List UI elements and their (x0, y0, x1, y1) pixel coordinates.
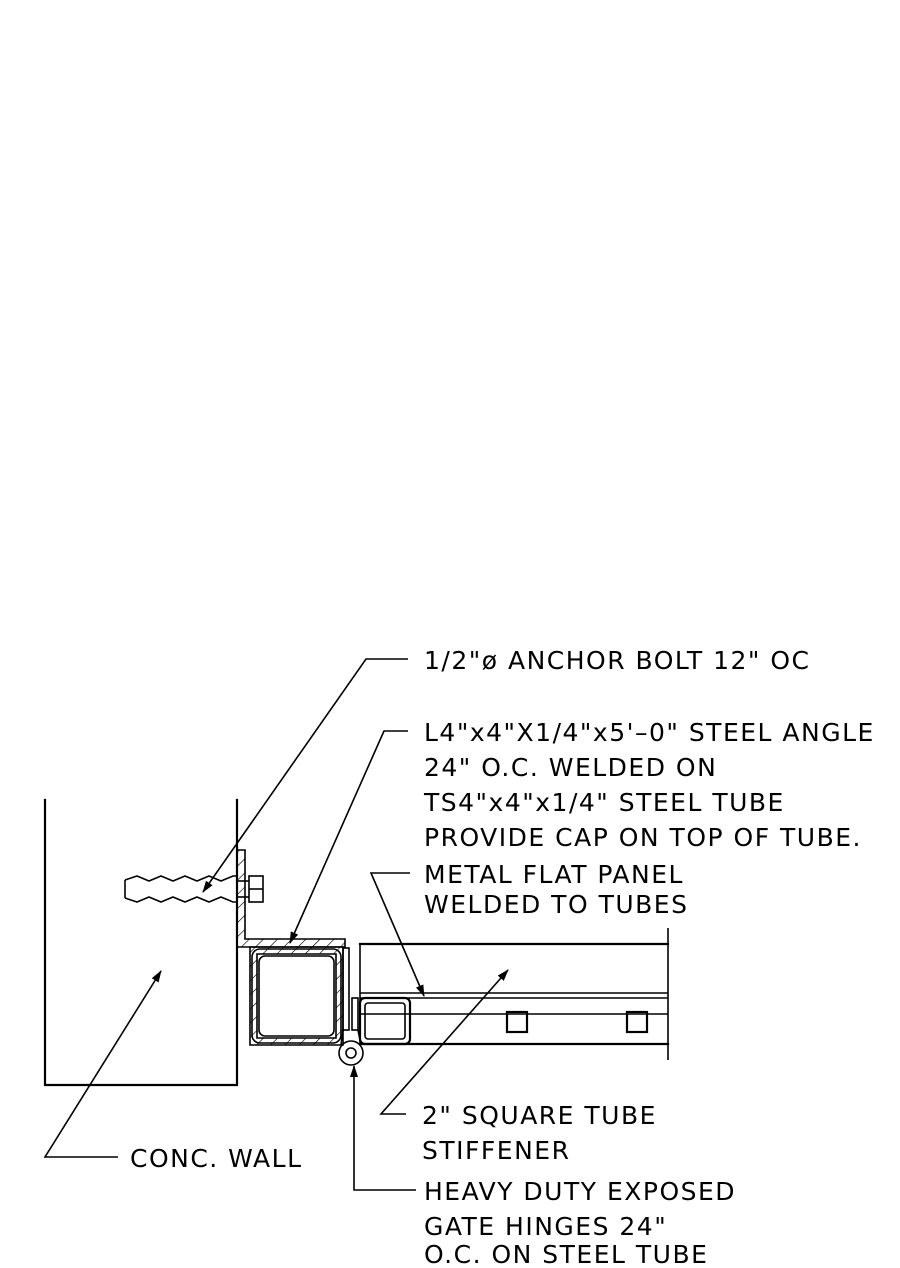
leader-square-tube (379, 969, 509, 1115)
leader-conc-wall (43, 970, 162, 1158)
conc-wall-label: CONC. WALL (130, 1144, 303, 1173)
hinges-label: HEAVY DUTY EXPOSED GATE HINGES 24" O.C. … (424, 1177, 746, 1268)
leader-flat-panel (369, 872, 425, 997)
gate-panel (358, 928, 670, 1060)
anchor-bolt (124, 875, 264, 903)
square-tube-small-2 (625, 1010, 649, 1034)
anchor-bolt-label: 1/2"ø ANCHOR BOLT 12" OC (424, 646, 811, 675)
steel-angle (236, 849, 346, 948)
steel-tube-ts4x4 (249, 946, 344, 1046)
leader-steel-angle (289, 730, 408, 944)
steel-angle-label: L4"x4"X1/4"x5'–0" STEEL ANGLE 24" O.C. W… (423, 718, 884, 852)
flat-panel-label: METAL FLAT PANEL WELDED TO TUBES (424, 860, 693, 919)
square-tube-stiffener (358, 996, 412, 1046)
leader-anchor-bolt (202, 658, 408, 893)
square-tube-label: 2" SQUARE TUBE STIFFENER (422, 1101, 666, 1165)
square-tube-small-1 (505, 1010, 529, 1034)
leader-hinges (350, 1065, 416, 1191)
concrete-wall (43, 798, 239, 1087)
